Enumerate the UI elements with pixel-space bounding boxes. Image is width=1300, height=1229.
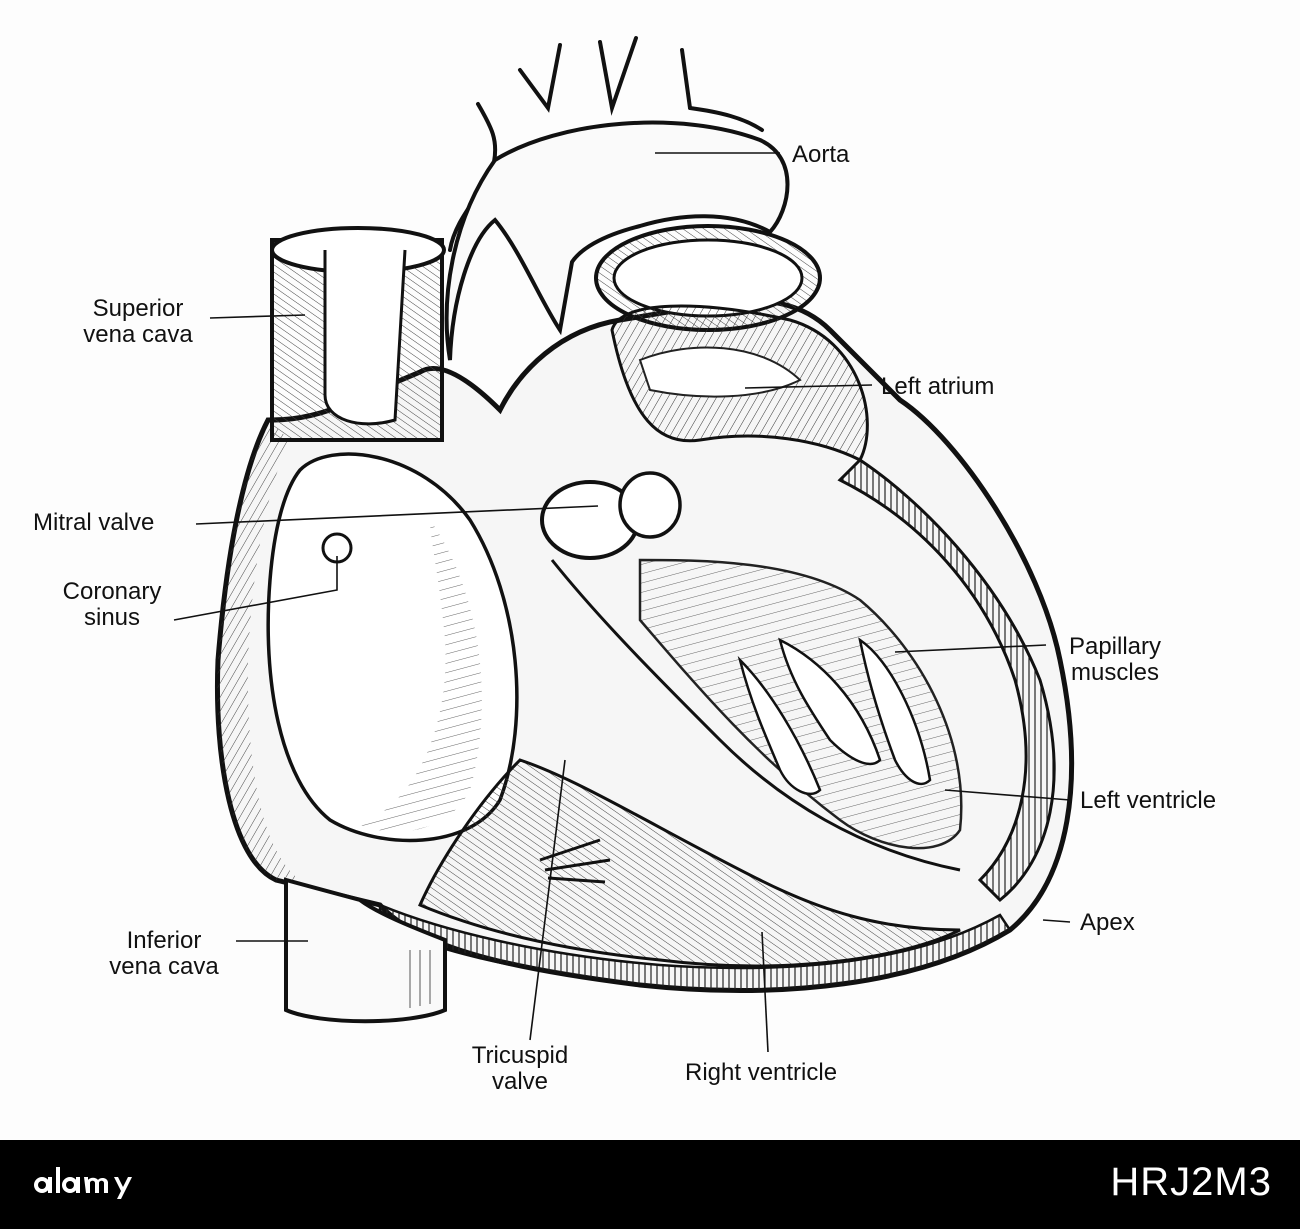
tricuspid-valve-label: Tricuspid valve — [455, 1043, 585, 1095]
superior-vena-cava-label-line2: vena cava — [83, 321, 193, 348]
left-atrium-shape — [594, 224, 869, 463]
apex-label: Apex — [1080, 909, 1135, 936]
left-ventricle-wall — [837, 458, 1056, 903]
aorta-label: Aorta — [792, 141, 850, 168]
inferior-vena-cava-shape — [284, 877, 447, 1024]
coronary-sinus-label-line2: sinus — [83, 604, 141, 631]
superior-vena-cava-label: Superior vena cava — [75, 296, 201, 348]
mitral-valve-label: Mitral valve — [33, 509, 155, 536]
epicardium-hatching — [217, 420, 300, 880]
inferior-vena-cava-label-line2: vena cava — [109, 953, 219, 980]
tricuspid-valve-label-line2: valve — [491, 1068, 549, 1095]
aorta-shape — [444, 120, 790, 361]
alamy-logo — [34, 1167, 132, 1199]
footer-bar — [0, 1140, 1300, 1229]
interventricular-septum — [550, 559, 961, 872]
right-atrium-shading — [360, 520, 482, 832]
right-ventricle-label: Right ventricle — [685, 1059, 838, 1086]
papillary-muscles-shape — [737, 637, 932, 796]
left-ventricle-label: Left ventricle — [1080, 787, 1217, 814]
papillary-muscles-label-line2: muscles — [1070, 659, 1160, 686]
stock-image-id: HRJ2M3 — [1110, 1160, 1272, 1204]
left-atrium-label: Left atrium — [881, 373, 995, 400]
left-ventricle-cavity — [638, 558, 963, 850]
leader-lines — [173, 152, 1071, 1053]
tricuspid-valve-label-line1: Tricuspid — [471, 1042, 569, 1069]
heart-illustration — [173, 36, 1074, 1053]
inferior-vena-cava-label: Inferior vena cava — [100, 928, 228, 980]
heart-diagram: Aorta Superior vena cava Left atrium Mit… — [33, 36, 1217, 1095]
inferior-wall — [378, 903, 1012, 992]
mitral-valve-shape — [540, 471, 682, 560]
superior-vena-cava-label-line1: Superior — [92, 295, 184, 322]
superior-vena-cava-shape — [270, 226, 446, 442]
papillary-muscles-label: Papillary muscles — [1050, 634, 1180, 686]
coronary-sinus-label-line1: Coronary — [62, 578, 162, 605]
tricuspid-valve-shape — [539, 838, 611, 884]
inferior-vena-cava-label-line1: Inferior — [126, 927, 202, 954]
papillary-muscles-label-line1: Papillary — [1068, 633, 1162, 660]
coronary-sinus-label: Coronary sinus — [50, 579, 174, 631]
